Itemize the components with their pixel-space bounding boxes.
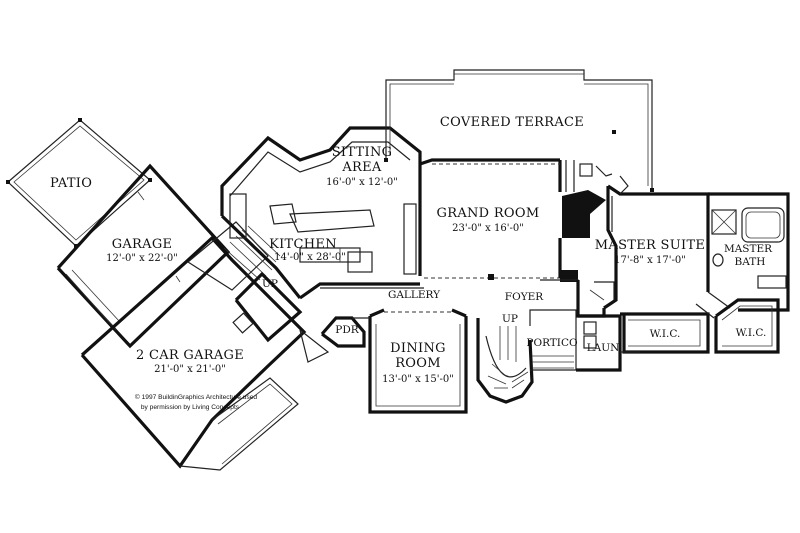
sitting-area-size: 16'-0" x 12'-0" [326, 177, 398, 188]
master-bath-walls [707, 192, 790, 312]
master-suite-label: MASTER SUITE [595, 238, 705, 253]
dining-room-label-line2: ROOM [395, 356, 441, 371]
master-bath-label-line2: BATH [735, 256, 766, 268]
master-suite-size: 17'-8" x 17'-0" [614, 255, 686, 266]
laun-label: LAUN [587, 342, 620, 354]
covered-terrace-label: COVERED TERRACE [440, 115, 584, 130]
dining-room-label-line1: DINING [390, 341, 446, 356]
foyer-stair-up-label: UP [502, 313, 518, 325]
copyright-line1: © 1997 BuildinGraphics Architecture used [135, 393, 257, 401]
powder-room-walls [320, 316, 370, 348]
kitchen-size: 14'-0" x 28'-0" [274, 252, 346, 263]
foyer-label: FOYER [505, 291, 544, 303]
mudroom-stair [187, 221, 330, 363]
master-suite-walls [603, 175, 710, 310]
dining-room-size: 13'-0" x 15'-0" [382, 374, 454, 385]
garage-size: 12'-0" x 22'-0" [106, 253, 178, 264]
pdr-label: PDR [335, 324, 359, 336]
kitchen-stair-up-label: UP [262, 278, 278, 290]
sitting-area-label-line1: SITTING [332, 145, 393, 160]
wic-1-label: W.I.C. [650, 328, 681, 340]
garage-label: GARAGE [112, 237, 173, 252]
covered-terrace-outline [384, 69, 654, 192]
laundry-walls [576, 314, 640, 372]
two-car-garage-label: 2 CAR GARAGE [136, 348, 244, 363]
two-car-garage-size: 21'-0" x 21'-0" [154, 364, 226, 375]
master-bath-label-line1: MASTER [724, 243, 773, 255]
foyer-stair [476, 318, 534, 404]
grand-room-walls [419, 158, 613, 282]
copyright-line2: by permission by Living Concepts [141, 404, 240, 411]
portico-label: PORTICO [526, 337, 578, 349]
portico-walls [529, 309, 577, 371]
wic-2-label: W.I.C. [736, 327, 767, 339]
sitting-area-label-line2: AREA [341, 160, 382, 175]
grand-room-label: GRAND ROOM [437, 206, 540, 221]
dining-room-walls [368, 308, 468, 414]
gallery-label: GALLERY [388, 289, 441, 301]
patio-label: PATIO [50, 176, 92, 191]
wic-walls [620, 298, 780, 354]
kitchen-sitting-walls [220, 126, 422, 299]
kitchen-label: KITCHEN [269, 237, 337, 252]
grand-room-size: 23'-0" x 16'-0" [452, 223, 524, 234]
two-car-garage-walls [80, 235, 307, 471]
